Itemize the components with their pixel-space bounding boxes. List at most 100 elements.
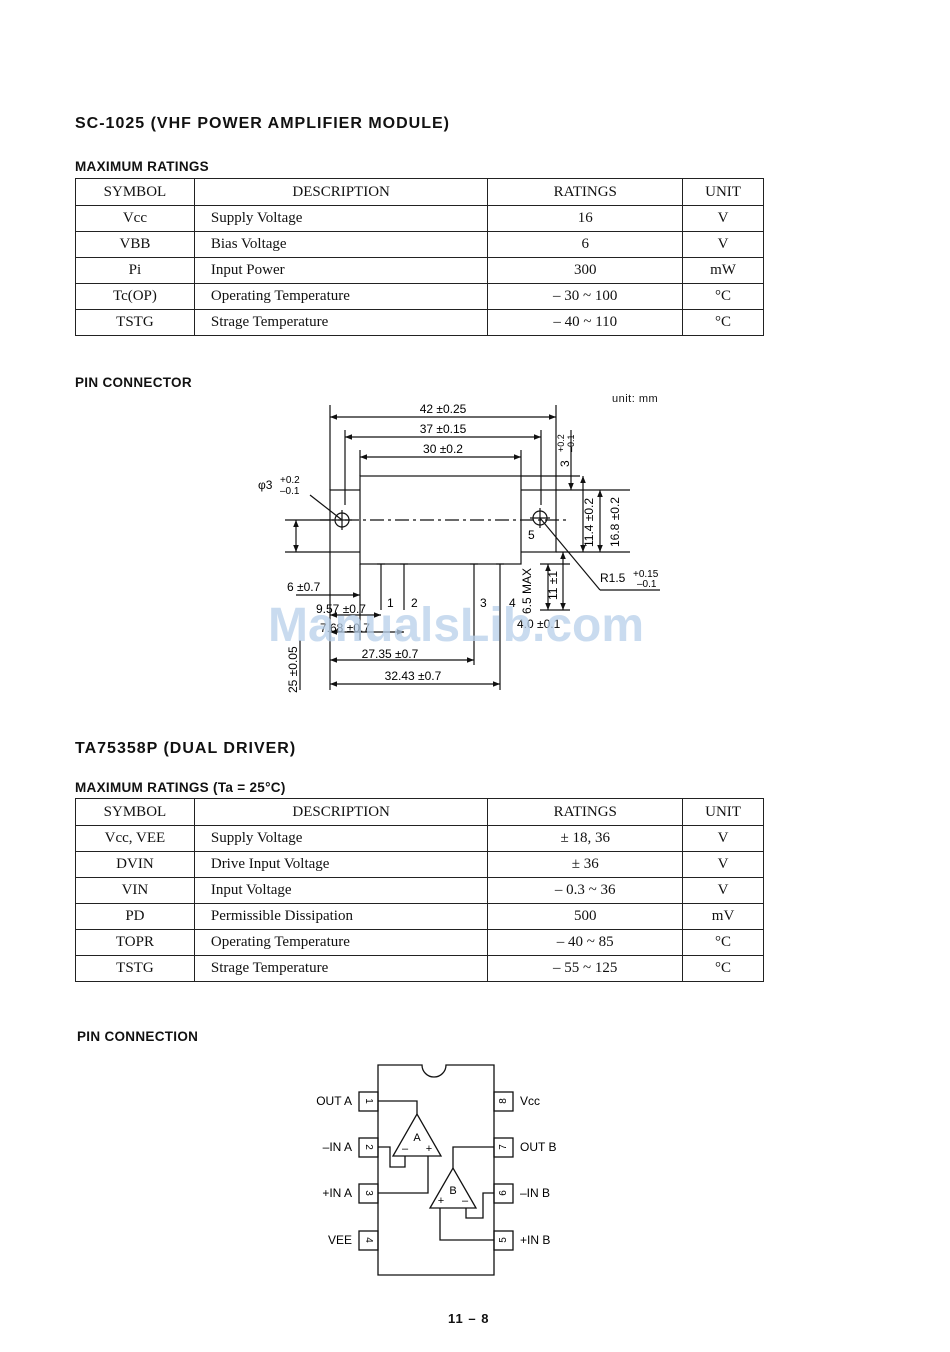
dim-4-0: 4.0 ±0.1 [517,617,561,631]
label-in-b-minus: –IN B [520,1186,550,1200]
section2-ratings-heading: MAXIMUM RATINGS (Ta = 25°C) [75,780,286,795]
dim-25: 25 ±0.05 [286,646,300,693]
unit-cell: °C [682,955,764,982]
unit-note: unit: mm [612,393,659,405]
table-row: Pi Input Power 300 mW [75,257,764,284]
dim-7-68: 7.68 ±0.7 [320,621,370,635]
section2-pin-heading: PIN CONNECTION [77,1029,199,1044]
table-row: PD Permissible Dissipation 500 mV [75,903,764,930]
pin-label-3: 3 [480,596,487,610]
table-header-row: SYMBOL DESCRIPTION RATINGS UNIT [75,798,764,826]
amp-b-minus: – [462,1195,469,1207]
ic-pin-diagram: 1 2 3 4 8 7 6 5 A – + B + – OUT A –IN A … [316,1064,556,1276]
unit-cell: V [682,851,764,878]
dim-r1-5: R1.5 [600,571,626,585]
amp-a-label: A [413,1132,421,1144]
rating-cell: – 30 ~ 100 [487,283,684,310]
dim-16-8: 16.8 ±0.2 [608,497,622,547]
dim-3-plus: +0.2 [556,434,566,452]
pin-label-4: 4 [509,596,516,610]
header-symbol: SYMBOL [75,178,195,206]
table-row: Tc(OP) Operating Temperature – 30 ~ 100 … [75,283,764,310]
table-row: TSTG Strage Temperature – 40 ~ 110 °C [75,309,764,336]
header-symbol: SYMBOL [75,798,195,826]
description-cell: Operating Temperature [193,283,489,310]
header-description: DESCRIPTION [193,798,489,826]
header-description: DESCRIPTION [193,178,489,206]
description-cell: Strage Temperature [193,955,489,982]
section1-ratings-heading: MAXIMUM RATINGS [75,159,209,174]
table-row: Vcc, VEE Supply Voltage ± 18, 36 V [75,825,764,852]
dim-6-5-max: 6.5 MAX [520,568,534,614]
ic-package [377,1064,495,1276]
amp-b-plus: + [438,1195,444,1207]
table-row: VBB Bias Voltage 6 V [75,231,764,258]
unit-cell: mV [682,903,764,930]
symbol-cell: PD [75,903,195,930]
label-vee: VEE [328,1233,352,1247]
rating-cell: – 0.3 ~ 36 [487,877,684,904]
label-in-a-plus: +IN A [322,1186,352,1200]
rating-cell: ± 18, 36 [487,825,684,852]
dim-6: 6 ±0.7 [287,580,321,594]
rating-cell: – 40 ~ 85 [487,929,684,956]
pin-label-2: 2 [411,596,418,610]
header-ratings: RATINGS [487,178,684,206]
amp-a-minus: – [402,1143,409,1155]
rating-cell: ± 36 [487,851,684,878]
header-ratings: RATINGS [487,798,684,826]
description-cell: Operating Temperature [193,929,489,956]
description-cell: Input Voltage [193,877,489,904]
unit-cell: V [682,877,764,904]
symbol-cell: Vcc, VEE [75,825,195,852]
symbol-cell: VBB [75,231,195,258]
unit-cell: V [682,825,764,852]
sc1025-ratings-table: SYMBOL DESCRIPTION RATINGS UNIT Vcc Supp… [75,178,764,336]
dim-phi-minus: –0.1 [280,486,300,497]
pin-num-3: 3 [363,1190,374,1196]
pin-num-5: 5 [498,1237,509,1243]
pin-num-7: 7 [498,1144,509,1150]
pin-num-6: 6 [498,1190,509,1196]
header-unit: UNIT [682,178,764,206]
watermark: ManualsLib.com [268,599,644,652]
table-row: VIN Input Voltage – 0.3 ~ 36 V [75,877,764,904]
dim-r1-5-plus: +0.15 [633,569,659,580]
description-cell: Supply Voltage [193,825,489,852]
rating-cell: 16 [487,205,684,232]
pin-label-5: 5 [528,528,535,542]
dim-42: 42 ±0.25 [420,402,467,416]
rating-cell: 300 [487,257,684,284]
dim-3-minus: –0.1 [566,434,576,452]
amp-a-plus: + [426,1143,432,1155]
dim-37: 37 ±0.15 [420,422,467,436]
unit-cell: °C [682,309,764,336]
dim-32-43: 32.43 ±0.7 [385,669,442,683]
label-in-b-plus: +IN B [520,1233,550,1247]
section1-pin-heading: PIN CONNECTOR [75,375,192,390]
dim-11: 11 ±1 [546,571,560,600]
description-cell: Supply Voltage [193,205,489,232]
table-row: TOPR Operating Temperature – 40 ~ 85 °C [75,929,764,956]
label-out-b: OUT B [520,1140,556,1154]
section2-title: TA75358P (DUAL DRIVER) [75,740,297,757]
pin-label-1: 1 [387,596,394,610]
label-in-a-minus: –IN A [323,1140,352,1154]
pin-num-8: 8 [498,1098,509,1104]
pin-box-4 [358,1230,379,1251]
symbol-cell: Pi [75,257,195,284]
pin-connector-drawing: 42 ±0.25 37 ±0.15 30 ±0.2 φ3 +0.2 –0.1 6… [258,402,660,693]
symbol-cell: TSTG [75,955,195,982]
description-cell: Bias Voltage [193,231,489,258]
symbol-cell: VIN [75,877,195,904]
dim-27-35: 27.35 ±0.7 [362,647,419,661]
unit-cell: mW [682,257,764,284]
op-amp-a [391,1112,443,1157]
table-header-row: SYMBOL DESCRIPTION RATINGS UNIT [75,178,764,206]
table-row: TSTG Strage Temperature – 55 ~ 125 °C [75,955,764,982]
table-row: DVIN Drive Input Voltage ± 36 V [75,851,764,878]
section1-title: SC-1025 (VHF POWER AMPLIFIER MODULE) [75,115,450,132]
symbol-cell: Vcc [75,205,195,232]
description-cell: Input Power [193,257,489,284]
symbol-cell: TSTG [75,309,195,336]
